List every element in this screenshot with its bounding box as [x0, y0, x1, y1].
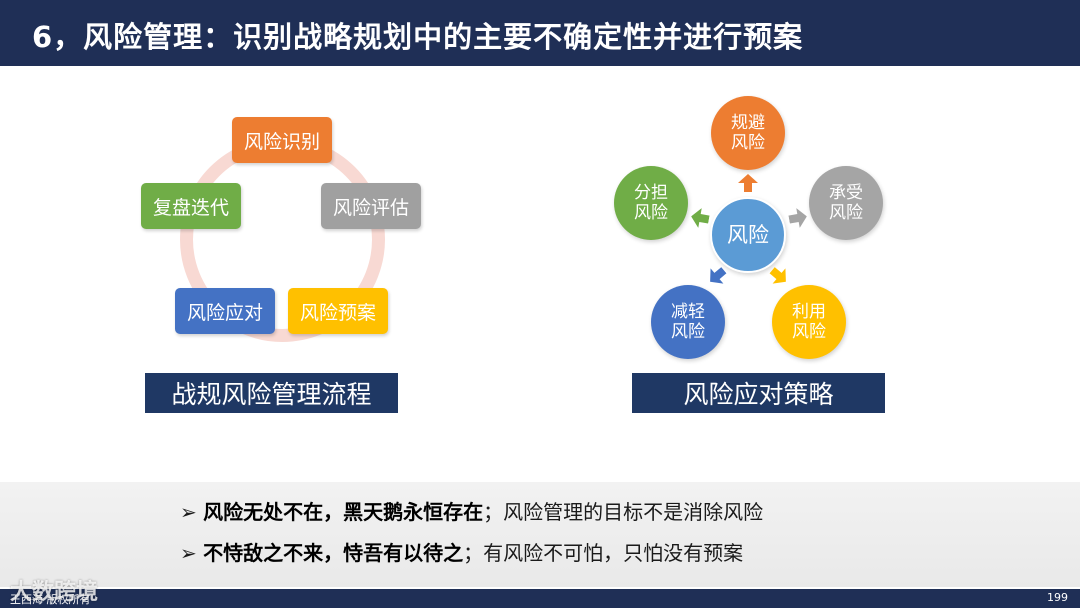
process-step-respond: 风险应对	[175, 288, 275, 334]
bullet-arrow-icon: ➢	[180, 541, 204, 565]
strategy-accept: 承受风险	[809, 166, 883, 240]
strategy-share: 分担风险	[614, 166, 688, 240]
message-1-bold: 风险无处不在，黑天鹅永恒存在	[203, 500, 484, 524]
arrow-up-icon	[738, 174, 758, 192]
message-2-bold: 不恃敌之不来，恃吾有以待之	[203, 541, 464, 565]
strategy-avoid-line2: 风险	[731, 133, 765, 153]
strategy-share-line2: 风险	[634, 203, 668, 223]
watermark-text: 大数跨境	[10, 580, 99, 605]
arrow-down-left-icon	[710, 267, 727, 284]
process-caption: 战规风险管理流程	[145, 373, 398, 413]
strategy-reduce-line1: 减轻	[671, 302, 705, 322]
process-step-plan: 风险预案	[288, 288, 388, 334]
message-1-rest: ；风险管理的目标不是消除风险	[483, 500, 764, 524]
strategy-accept-line2: 风险	[829, 203, 863, 223]
message-2-rest: ；有风险不可怕，只怕没有预案	[463, 541, 744, 565]
arrow-down-right-icon	[769, 267, 786, 284]
strategy-use-line2: 风险	[792, 322, 826, 342]
strategy-center: 风险	[710, 197, 786, 273]
strategy-avoid-line1: 规避	[731, 113, 765, 133]
strategy-use: 利用风险	[772, 285, 846, 359]
watermark-logo: 大数跨境	[10, 574, 98, 606]
message-2: ➢ 不恃敌之不来，恃吾有以待之；有风险不可怕，只怕没有预案	[180, 537, 743, 566]
bullet-arrow-icon: ➢	[180, 500, 204, 524]
copyright-text: 王西海 版权所有	[10, 593, 91, 606]
page-number: 199	[1047, 591, 1068, 604]
strategy-use-line1: 利用	[792, 302, 826, 322]
title-bar: 6，风险管理：识别战略规划中的主要不确定性并进行预案	[0, 0, 1080, 66]
message-band	[0, 482, 1080, 587]
strategy-reduce: 减轻风险	[651, 285, 725, 359]
arrow-left-icon	[691, 208, 710, 228]
process-step-identify: 风险识别	[232, 117, 332, 163]
process-step-assess: 风险评估	[321, 183, 421, 229]
process-step-iterate: 复盘迭代	[141, 183, 241, 229]
strategy-accept-line1: 承受	[829, 183, 863, 203]
strategy-reduce-line2: 风险	[671, 322, 705, 342]
strategy-caption: 风险应对策略	[632, 373, 885, 413]
message-1: ➢ 风险无处不在，黑天鹅永恒存在；风险管理的目标不是消除风险	[180, 496, 763, 525]
arrow-right-icon	[788, 208, 807, 228]
strategy-share-line1: 分担	[634, 183, 668, 203]
slide-title: 6，风险管理：识别战略规划中的主要不确定性并进行预案	[32, 20, 804, 54]
strategy-avoid: 规避风险	[711, 96, 785, 170]
footer-bar: 王西海 版权所有 199	[0, 589, 1080, 608]
